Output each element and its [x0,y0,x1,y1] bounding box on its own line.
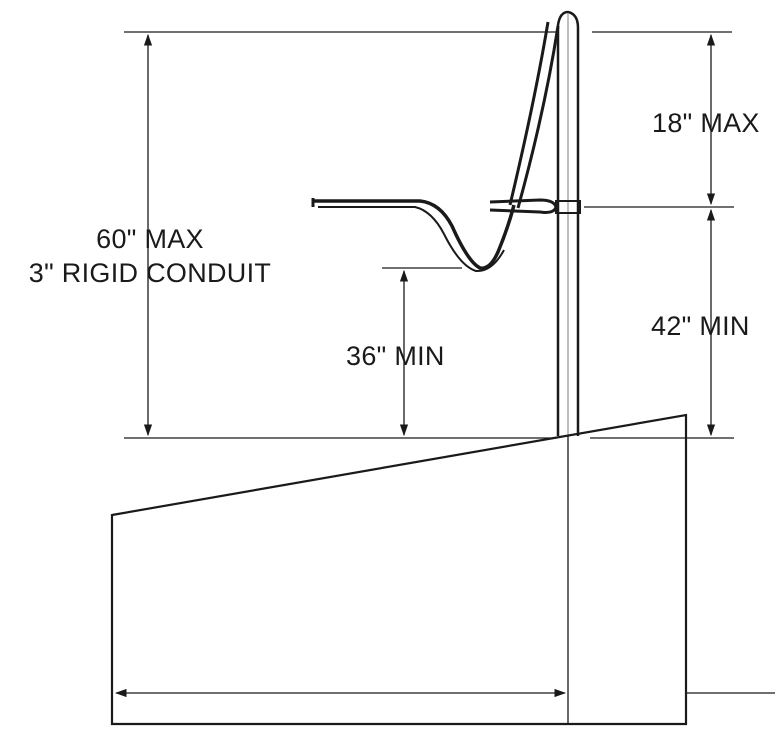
extension-lines [124,31,775,694]
base-block [110,413,688,726]
label-18-max: 18" MAX [652,108,760,138]
conduit-pole [555,10,581,724]
seat [311,21,560,273]
label-rigid-conduit: 3" RIGID CONDUIT [28,258,272,288]
label-36-min: 36" MIN [346,341,445,371]
label-60-max: 60" MAX [96,224,204,254]
label-42-min: 42" MIN [651,311,750,341]
